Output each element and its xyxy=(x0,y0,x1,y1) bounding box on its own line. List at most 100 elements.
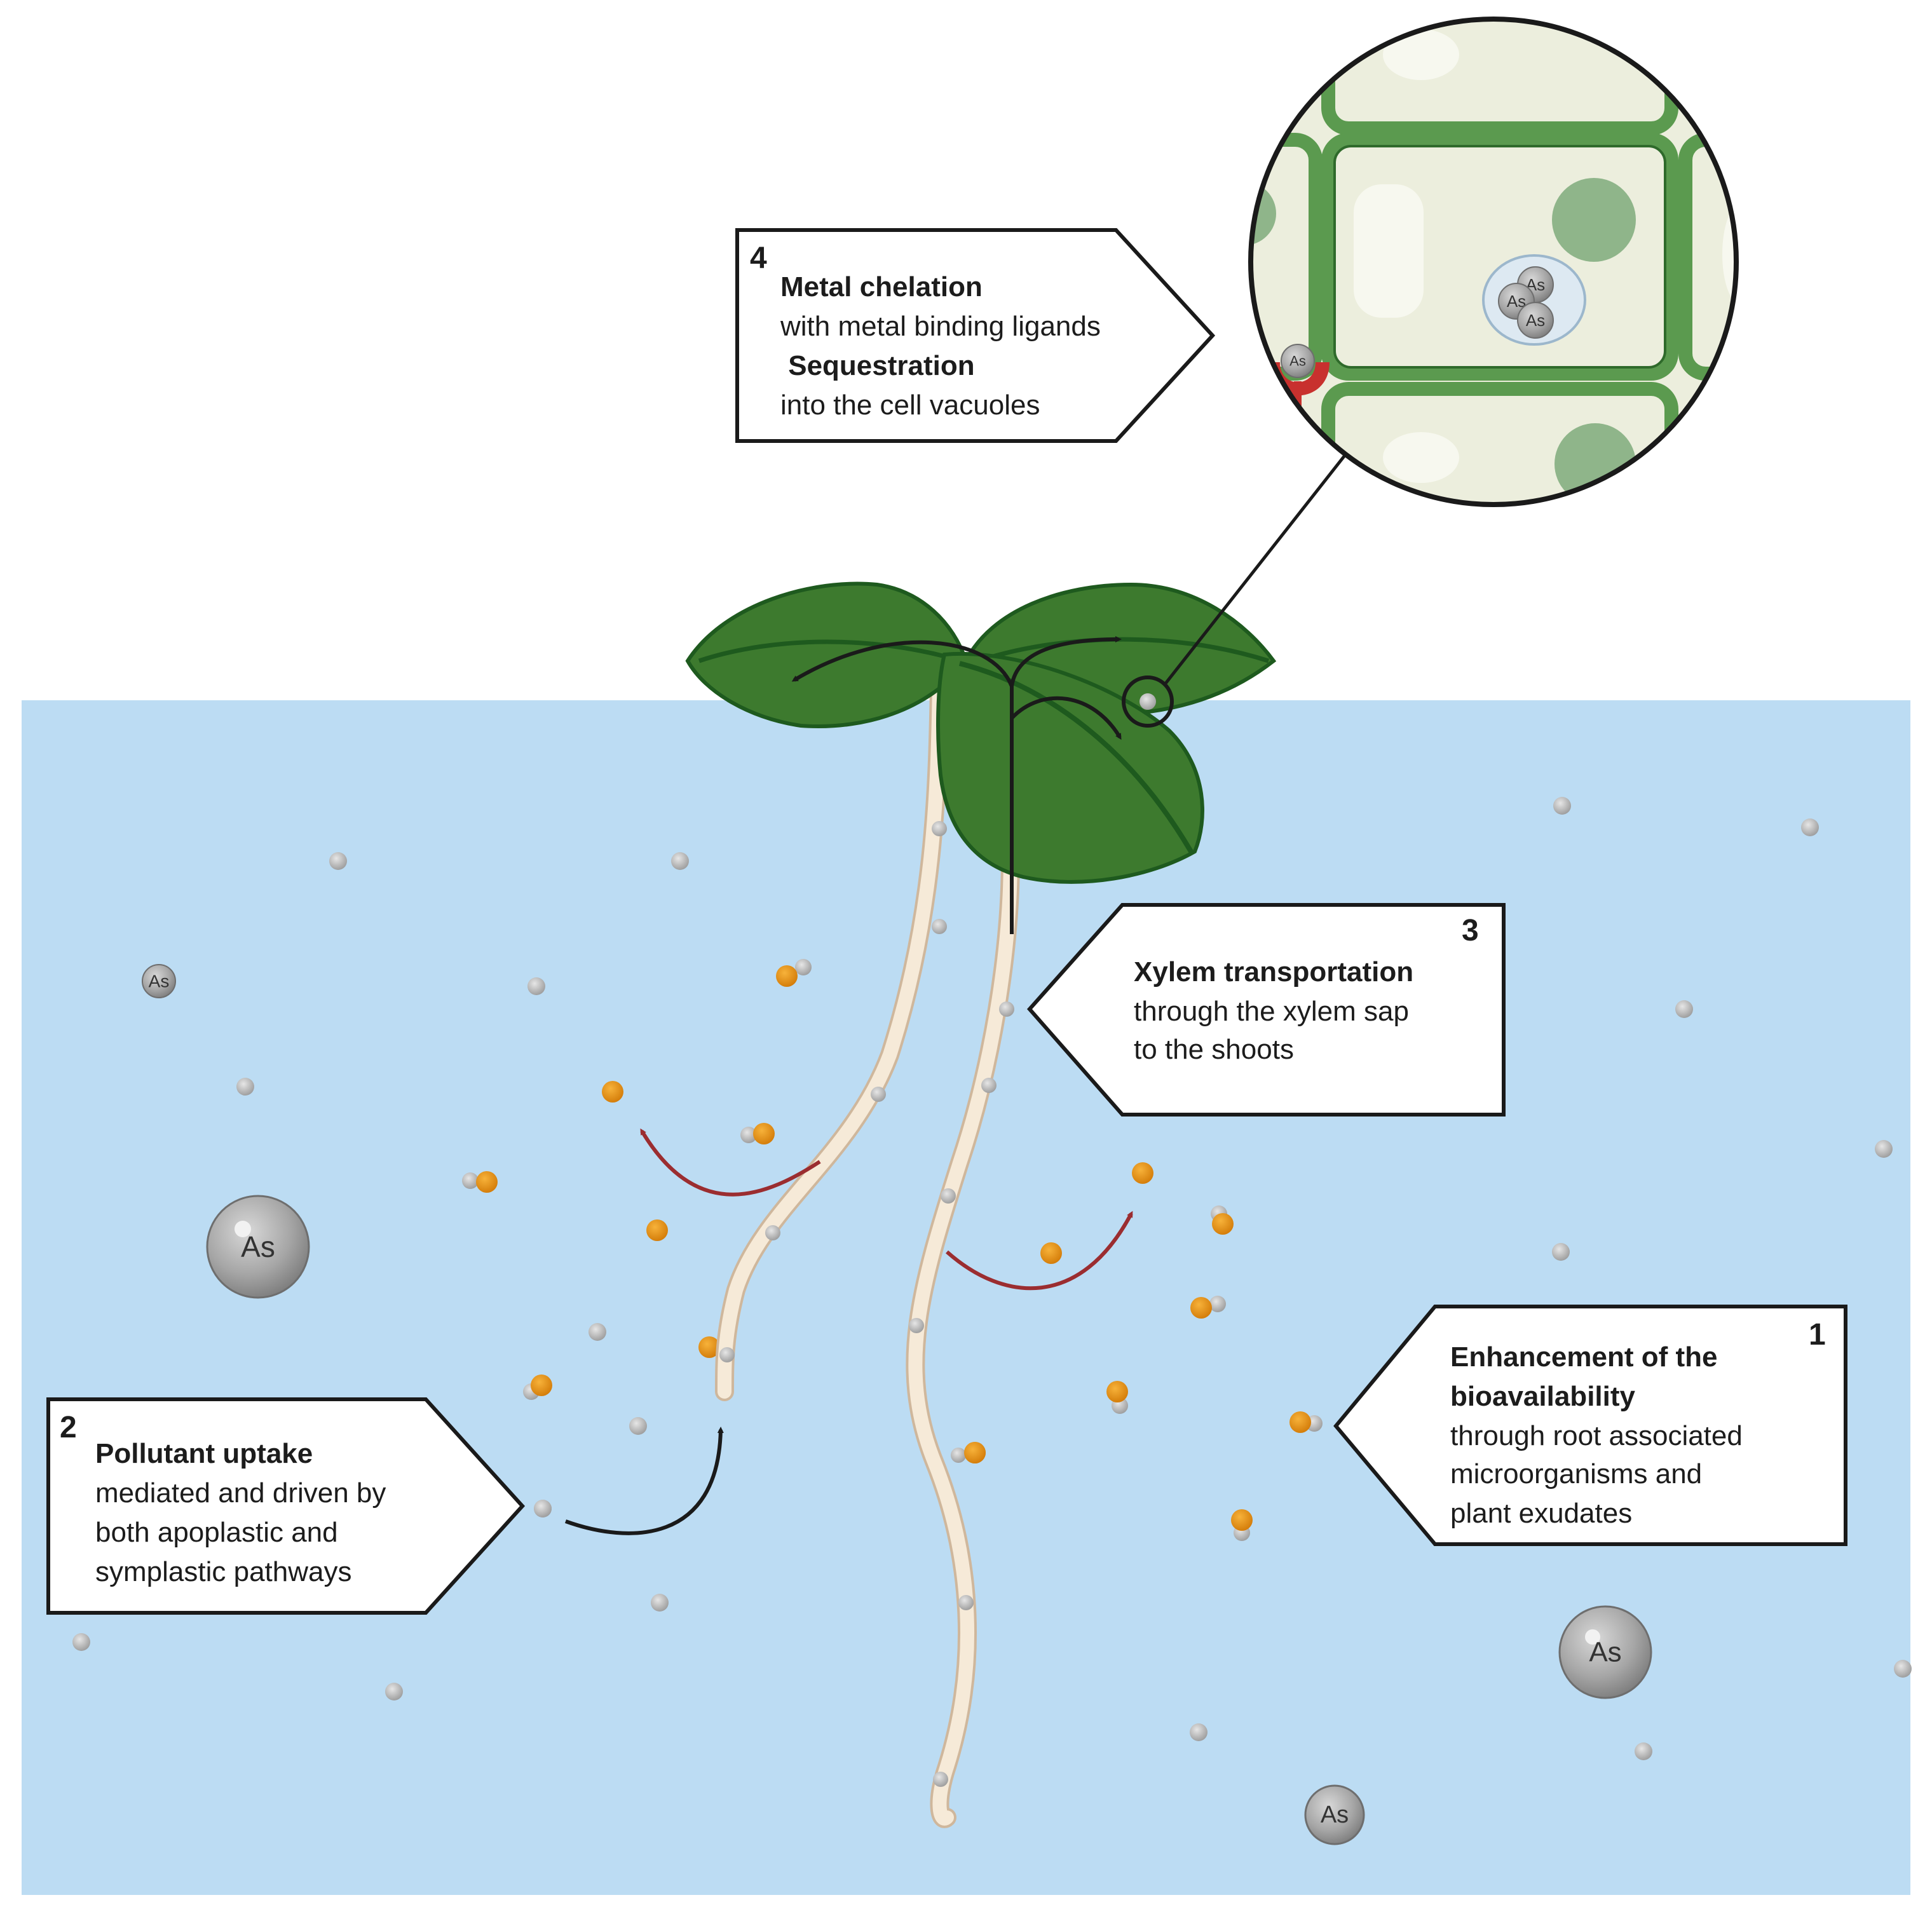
callout-3-number: 3 xyxy=(1462,914,1479,947)
arsenic-particle xyxy=(1801,818,1819,836)
arrow-to-front-leaf xyxy=(1010,696,1122,740)
callout-1-title-1: Enhancement of the xyxy=(1450,1341,1718,1373)
arsenic-particle xyxy=(72,1633,90,1651)
callout-2-body-2: both apoplastic and xyxy=(95,1517,338,1548)
exudate-particle xyxy=(476,1171,498,1193)
as-atom-small-left: As xyxy=(142,964,176,998)
callout-1-bioavailability: 1 Enhancement of the bioavailability thr… xyxy=(1333,1305,1847,1546)
callout-1-body-3: plant exudates xyxy=(1450,1498,1632,1529)
arsenic-particle xyxy=(1675,1000,1693,1018)
callout-1-body-1: through root associated xyxy=(1450,1420,1743,1451)
uptake-arrow xyxy=(564,1427,724,1535)
root-particle xyxy=(871,1087,886,1102)
svg-text:As: As xyxy=(1526,311,1545,330)
root-particle xyxy=(933,1772,948,1787)
callout-4-number: 4 xyxy=(750,241,767,275)
callout-3-body-1: through the xylem sap xyxy=(1134,996,1409,1027)
as-atom-medium-bottom: As xyxy=(1304,1784,1365,1845)
exudate-particle xyxy=(1040,1242,1062,1264)
callout-3-xylem-transportation: 3 Xylem transportation through the xylem… xyxy=(1026,903,1506,1117)
callout-4-line-1: Metal chelation xyxy=(780,271,983,302)
arsenic-particle xyxy=(629,1417,647,1435)
exudate-particle xyxy=(1132,1162,1153,1184)
arrow-to-right-leaf xyxy=(1010,636,1122,687)
roots xyxy=(715,677,1020,1828)
arsenic-particle xyxy=(1552,1243,1570,1261)
root-exudate xyxy=(964,1442,986,1463)
callout-4-metal-chelation: 4 Metal chelation with metal binding lig… xyxy=(735,228,1216,443)
arsenic-particle xyxy=(795,959,812,975)
as-atom-large-left: As xyxy=(206,1195,310,1299)
arsenic-particle xyxy=(588,1323,606,1341)
arsenic-particle xyxy=(329,852,347,870)
seedling-shoot xyxy=(685,446,1352,934)
cell-wall xyxy=(1321,133,1678,381)
exudate-particle xyxy=(698,1336,720,1358)
leaf-particle xyxy=(1139,693,1156,710)
as-label: As xyxy=(1589,1637,1621,1668)
root-particle xyxy=(909,1318,924,1333)
arsenic-particle xyxy=(1190,1723,1208,1741)
callout-3-body-2: to the shoots xyxy=(1134,1034,1294,1065)
exudate-particle xyxy=(1231,1509,1253,1531)
zoom-connector-line xyxy=(1163,446,1352,686)
exudate-particle xyxy=(1190,1297,1212,1319)
callout-4-line-3: Sequestration xyxy=(780,350,975,381)
callout-4-line-2: with metal binding ligands xyxy=(780,311,1101,342)
as-label: As xyxy=(1321,1802,1349,1828)
zoomed-cell-view: As As As As xyxy=(1248,17,1739,507)
arsenic-particle xyxy=(671,852,689,870)
arsenic-particle xyxy=(527,977,545,995)
root-particle xyxy=(981,1078,997,1093)
callout-1-body-2: microorganisms and xyxy=(1450,1458,1702,1490)
exudate-particle xyxy=(602,1081,623,1103)
exudate-particle xyxy=(753,1123,775,1144)
callout-1-number: 1 xyxy=(1809,1318,1826,1352)
exudate-particle xyxy=(1106,1381,1128,1402)
cell-wall xyxy=(1251,133,1323,381)
as-in-vacuole: As As As xyxy=(1498,266,1554,339)
root-particle xyxy=(932,821,947,836)
arsenic-particle xyxy=(651,1594,669,1612)
arsenic-particle xyxy=(1553,797,1571,815)
nucleus xyxy=(1552,178,1636,262)
callout-2-body-1: mediated and driven by xyxy=(95,1477,386,1509)
callout-3-title: Xylem transportation xyxy=(1134,956,1413,988)
as-label: As xyxy=(149,972,170,991)
exudate-arrow-right xyxy=(946,1211,1133,1291)
root-particle xyxy=(719,1347,735,1362)
callout-2-title: Pollutant uptake xyxy=(95,1438,313,1469)
exudate-particle xyxy=(1289,1411,1311,1433)
exudate-particle xyxy=(776,965,798,987)
arsenic-particle xyxy=(1635,1742,1652,1760)
callout-4-line-4: into the cell vacuoles xyxy=(780,390,1040,421)
callout-2-body-3: symplastic pathways xyxy=(95,1556,351,1587)
arsenic-particle xyxy=(1894,1660,1912,1678)
root-particle xyxy=(765,1225,780,1240)
cell-wall xyxy=(1678,133,1736,381)
root-particle xyxy=(999,1001,1014,1017)
exudate-particle xyxy=(531,1375,552,1396)
arsenic-particle xyxy=(385,1683,403,1700)
arsenic-particle xyxy=(236,1078,254,1096)
root-particle xyxy=(932,919,947,934)
arsenic-particle xyxy=(740,1127,757,1143)
exudate-arrow-left xyxy=(640,1128,821,1197)
callout-1-title-2: bioavailability xyxy=(1450,1381,1636,1412)
callout-2-pollutant-uptake: 2 Pollutant uptake mediated and driven b… xyxy=(46,1397,526,1615)
exudate-particle xyxy=(1212,1213,1234,1235)
exudate-particle xyxy=(646,1219,668,1241)
uptake-particle xyxy=(534,1500,552,1517)
front-leaf xyxy=(936,652,1204,884)
as-atom-large-right: As xyxy=(1558,1605,1652,1699)
zoom-target-ring xyxy=(1122,675,1174,728)
arrow-to-left-leaf xyxy=(791,640,1014,688)
nucleus xyxy=(1251,182,1276,245)
cell-vacuole-sheen xyxy=(1354,184,1424,318)
arsenic-particle xyxy=(1209,1296,1226,1312)
svg-text:As: As xyxy=(1289,353,1306,369)
as-label: As xyxy=(241,1230,275,1263)
arsenic-particle xyxy=(462,1172,479,1189)
